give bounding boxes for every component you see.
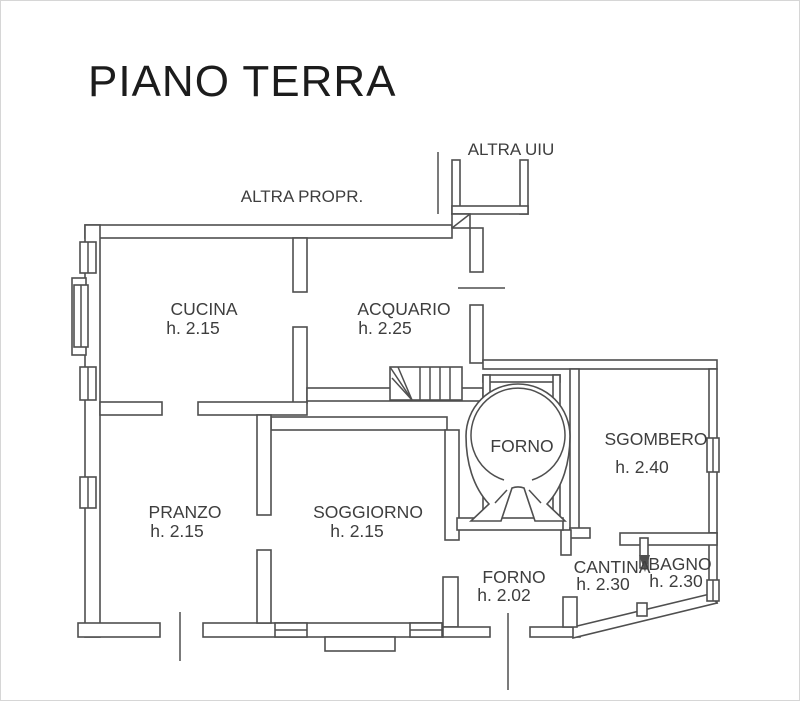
wall-segment	[560, 529, 572, 556]
interior-walls	[99, 237, 718, 628]
wall-segment	[562, 596, 578, 628]
room-height-soggiorno: h. 2.15	[330, 521, 384, 541]
door-marks	[179, 287, 650, 690]
wall-segment	[77, 622, 161, 638]
wall-segment	[482, 374, 561, 383]
wall-segment	[202, 622, 444, 638]
label-altra-uiu: ALTRA UIU	[468, 140, 555, 159]
oven-keyhole	[465, 383, 571, 522]
chimney-niche	[437, 152, 529, 229]
wall-segment	[292, 326, 308, 404]
exterior-walls	[71, 224, 719, 652]
wall-segment	[256, 414, 272, 516]
room-label-forno-oven: FORNO	[490, 436, 553, 456]
room-label-acquario: ACQUARIO	[357, 299, 450, 319]
wall-segment	[569, 368, 580, 531]
room-label-sgombero: SGOMBERO	[604, 429, 707, 449]
wall-segment	[636, 602, 648, 617]
room-height-cucina: h. 2.15	[166, 318, 220, 338]
room-label-cucina: CUCINA	[170, 299, 237, 319]
wall-segment	[619, 532, 718, 546]
wall-segment	[99, 401, 163, 416]
room-height-forno-porch: h. 2.02	[477, 585, 531, 605]
wall-segment	[442, 576, 459, 628]
porch-step	[324, 636, 396, 652]
room-label-cantina: CANTINA	[574, 557, 651, 577]
room-label-soggiorno: SOGGIORNO	[313, 502, 423, 522]
room-label-pranzo: PRANZO	[149, 502, 222, 522]
oven-outline	[465, 383, 571, 522]
door-leaf-mark	[639, 555, 650, 572]
room-height-sgombero: h. 2.40	[615, 457, 669, 477]
room-label-forno-porch: FORNO	[482, 567, 545, 587]
room-height-pranzo: h. 2.15	[150, 521, 204, 541]
wall-segment	[256, 549, 272, 624]
wall-segment	[482, 359, 718, 370]
label-altra-propr: ALTRA PROPR.	[241, 187, 364, 206]
wall-segment	[270, 416, 448, 431]
wall-segment	[469, 304, 484, 364]
room-label-bagno: BAGNO	[648, 554, 711, 574]
oven-inner-leg	[528, 489, 542, 504]
room-height-acquario: h. 2.25	[358, 318, 412, 338]
stair-winder	[389, 366, 413, 401]
oven-inner-leg	[494, 489, 508, 504]
oven-inner-ring	[470, 387, 566, 481]
wall-segment	[84, 224, 453, 239]
room-height-bagno: h. 2.30	[649, 571, 703, 591]
wall-segment	[469, 227, 484, 273]
staircase	[389, 366, 463, 401]
wall-segment	[569, 527, 591, 539]
hatch-diagonal	[451, 213, 471, 229]
room-height-cantina: h. 2.30	[576, 574, 630, 594]
wall-segment	[451, 205, 529, 215]
stair-winder	[397, 366, 413, 401]
wall-segment	[197, 401, 308, 416]
wall-segment	[292, 237, 308, 293]
wall-segment	[442, 626, 491, 638]
page-title: PIANO TERRA	[88, 57, 396, 106]
windows	[73, 241, 720, 638]
wall-segment	[444, 429, 460, 541]
stair-winder	[391, 377, 413, 401]
